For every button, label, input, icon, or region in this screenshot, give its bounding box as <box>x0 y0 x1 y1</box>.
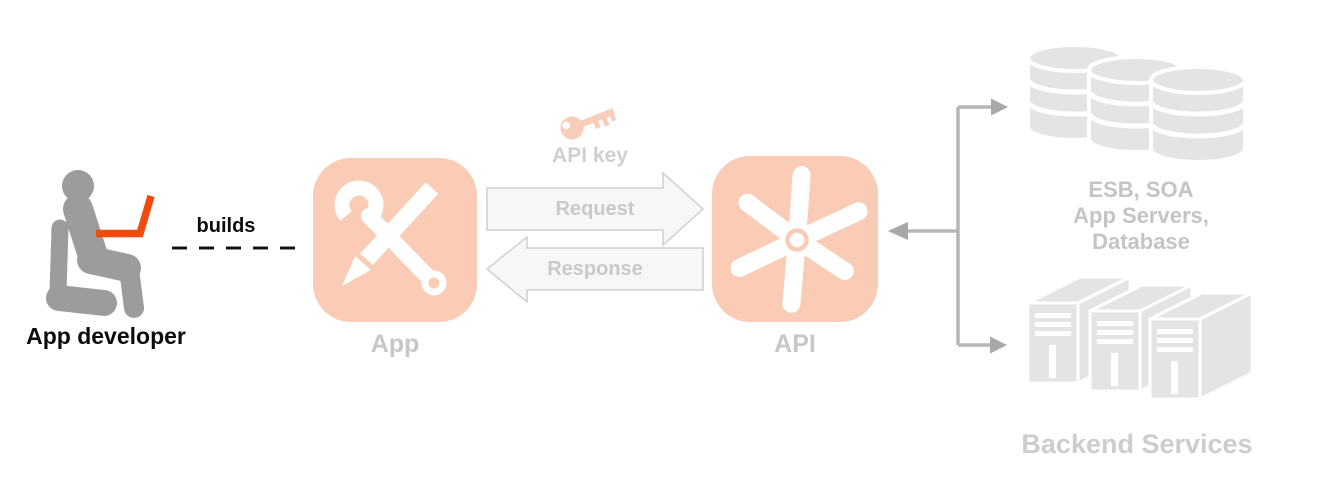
server-towers-icon <box>1026 274 1254 402</box>
esb-line-2: App Servers, <box>1073 203 1209 228</box>
backend-services-label: Backend Services <box>1021 429 1253 459</box>
builds-dashed-line <box>172 246 306 250</box>
connector-arrows <box>888 98 1008 354</box>
database-cylinders-icon <box>1026 43 1247 164</box>
laptop-icon <box>96 194 155 238</box>
response-label: Response <box>547 258 643 280</box>
request-label: Request <box>555 198 635 220</box>
arrowhead-left-icon <box>888 222 908 240</box>
app-developer-label: App developer <box>26 323 186 349</box>
api-label: API <box>774 330 816 358</box>
esb-line-3: Database <box>1092 229 1190 254</box>
api-key-label: API key <box>552 144 628 167</box>
request-arrow <box>486 171 705 247</box>
request-response-arrows <box>485 171 705 304</box>
arrowhead-bottom-icon <box>990 336 1007 354</box>
person-with-laptop-icon <box>46 170 155 318</box>
arrowhead-top-icon <box>991 98 1008 116</box>
esb-soa-label: ESB, SOA App Servers, Database <box>1041 177 1241 255</box>
esb-line-1: ESB, SOA <box>1088 177 1194 202</box>
key-icon <box>560 107 617 140</box>
builds-label: builds <box>196 215 256 237</box>
pinwheel-gear-icon <box>712 156 878 322</box>
response-arrow <box>485 235 704 304</box>
app-label: App <box>370 330 420 358</box>
wrench-and-pencil-icon <box>313 158 477 322</box>
